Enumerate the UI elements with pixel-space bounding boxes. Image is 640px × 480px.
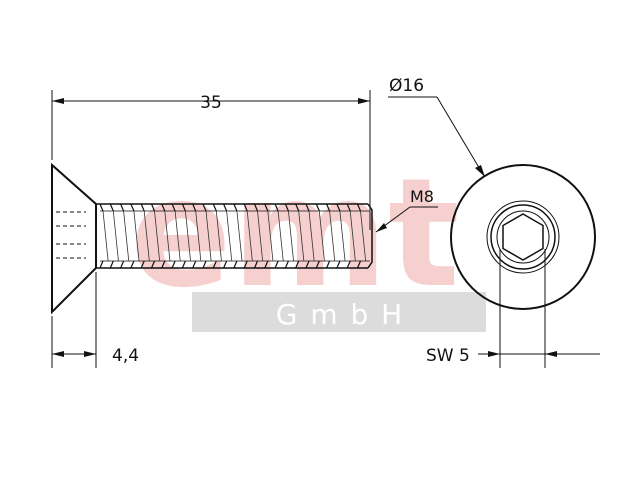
thread-crest [253,203,259,269]
thread-flank [143,210,150,262]
thread-flank [329,210,336,262]
thread-flank [174,210,181,262]
thread-crest [212,203,217,269]
thread-flank [205,210,212,262]
thread-flank [277,210,284,262]
thread-flank [318,210,325,262]
watermark-company: G m b H [276,298,405,331]
thread-crest [181,203,186,269]
thread-flank [185,210,191,262]
thread-circle [486,200,560,274]
thread-crest [243,203,248,269]
thread-flank [246,210,253,262]
thread-flank [298,210,305,262]
thread-crest [356,203,362,269]
thread-flank [123,210,130,262]
socket-circle [496,210,550,264]
thread-crest [140,203,145,269]
thread-crest [336,203,341,269]
dimension-wrench-size: SW 5 [426,249,600,368]
hex-socket [502,213,544,261]
dimension-wrench-size-label: SW 5 [426,346,470,366]
thread-crest [264,203,269,269]
dimension-head-height: 4,4 [51,272,139,368]
thread-flank [133,210,140,262]
thread-crest [274,203,279,269]
thread-crest [109,203,114,269]
dimension-thread: M8 [375,187,438,233]
thread-flank [349,210,356,262]
head-circle [450,164,596,310]
dimension-head-height-label: 4,4 [112,346,139,366]
socket-hidden-lines [56,211,86,259]
thread-crest [326,203,331,269]
thread-crest [233,203,238,269]
screw-side-view [51,162,373,315]
screw-thread [96,203,373,269]
screw-head [51,162,97,315]
thread-crest [171,203,176,269]
thread-crest [202,203,207,269]
screw-end-view [450,164,596,310]
dimension-thread-label: M8 [410,187,434,206]
thread-flank [164,210,171,262]
thread-crest [223,203,228,269]
thread-flank [215,210,222,262]
thread-crest [192,203,197,269]
dimension-length: 35 [51,90,371,230]
thread-flank [288,210,294,262]
thread-flank [339,210,346,262]
thread-flank [226,210,233,262]
thread-flank [154,210,161,262]
thread-crest [120,203,125,269]
thread-flank [112,210,119,262]
watermark-band [192,292,486,332]
thread-flank [102,210,109,262]
dimension-head-diameter-label: Ø16 [389,76,424,96]
thread-crest [99,203,104,269]
thread-flank [308,210,315,262]
watermark: emt G m b H [130,147,486,332]
bore-circle [490,204,556,270]
thread-flank [195,210,202,262]
dimension-length-label: 35 [200,93,222,113]
thread-flank [236,210,243,262]
thread-crest [295,203,300,269]
thread-crest [161,203,166,269]
dimension-head-diameter: Ø16 [388,76,485,177]
thread-flank [267,210,274,262]
thread-crest [315,203,320,269]
thread-flank [360,210,367,262]
thread-flank [257,210,264,262]
thread-crest [305,203,310,269]
thread-crest [284,203,289,269]
thread-crest [346,203,351,269]
thread-crest [130,203,135,269]
thread-crest [150,203,156,269]
